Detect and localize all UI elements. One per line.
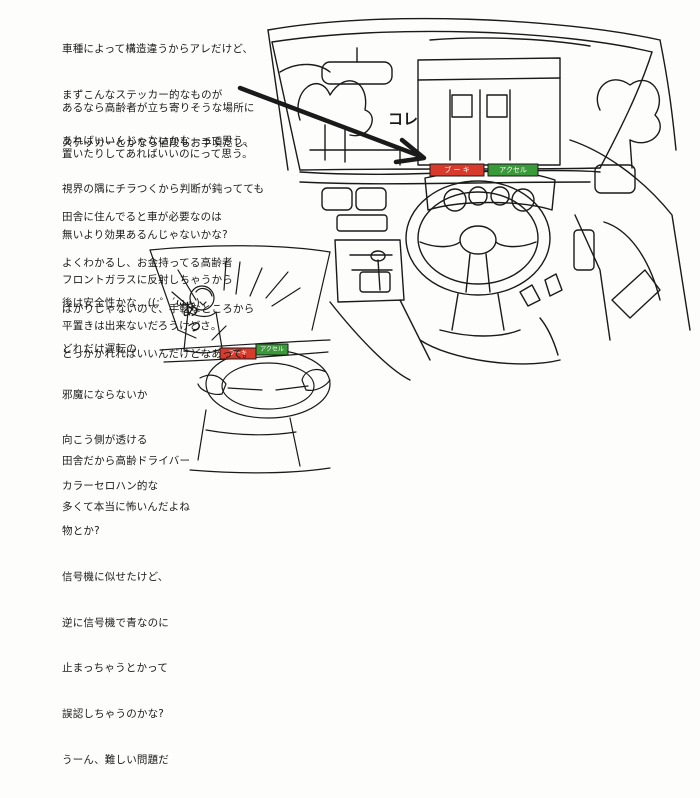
text-line: 信号機に似せたけど、 bbox=[62, 571, 169, 584]
text-line: あるなら高齢者が立ち寄りそうな場所に bbox=[62, 102, 255, 115]
main-sticker-red-label: ブ ー キ bbox=[444, 166, 470, 174]
paragraph-1: 車種によって構造違うからアレだけど、 まずこんなステッカー的なものが あればいい… bbox=[62, 12, 253, 179]
paragraph-4: 田舎に住んでると車が必要なのは よくわかるし、お金持ってる高齢者 ばかりじゃない… bbox=[62, 180, 254, 393]
text-line: フロントガラスに反射しちゃうから bbox=[62, 274, 233, 287]
text-line: うーん、難しい問題だ bbox=[62, 753, 169, 766]
inset-drawing bbox=[149, 245, 331, 474]
paragraph-3: ステッカーとかなら値段もお手頃だし、 視界の隅にチラつくから判断が鈍ってても 無… bbox=[62, 106, 264, 364]
text-line: ステッカーとかなら値段もお手頃だし、 bbox=[62, 137, 255, 150]
text-line: 田舎だから高齢ドライバー bbox=[62, 455, 191, 468]
illustration bbox=[149, 17, 691, 474]
text-line: 邪魔にならないか bbox=[62, 388, 148, 401]
text-line: 置いたりしてあればいいのにって思う。 bbox=[62, 148, 253, 161]
text-line: よくわかるし、お金持ってる高齢者 bbox=[62, 257, 233, 270]
text-line: あればいいんじゃないかなーって思う。 bbox=[62, 134, 254, 147]
text-line: 向こう側が透ける bbox=[62, 434, 148, 447]
paragraph-6: 田舎だから高齢ドライバー 多くて本当に怖いんだよね bbox=[62, 424, 190, 546]
inset-sticker-red-label: ブーキ bbox=[228, 350, 247, 357]
car-interior-drawing bbox=[237, 17, 691, 381]
text-line: 無いより効果あるんじゃないかな? bbox=[62, 228, 228, 241]
text-line: 止まっちゃうとかって bbox=[62, 662, 169, 675]
inset-sticker-green-label: アクセル bbox=[260, 346, 284, 353]
arrow-label: コレ bbox=[388, 110, 419, 128]
text-line: 後は安全性かな…((;゜´ω・) bbox=[62, 297, 201, 310]
paragraph-2: あるなら高齢者が立ち寄りそうな場所に 置いたりしてあればいいのにって思う。 bbox=[62, 71, 255, 193]
text-line: 田舎に住んでると車が必要なのは bbox=[62, 211, 222, 224]
text-line: どれだけ運転の bbox=[62, 343, 137, 356]
main-sticker-green-label: アクセル bbox=[499, 166, 527, 174]
text-line: カラーセロハン的な bbox=[62, 479, 159, 492]
text-line: とっかかれればいいんだけどなあって。 bbox=[62, 348, 254, 361]
text-line: まずこんなステッカー的なものが bbox=[62, 89, 223, 102]
text-line: 逆に信号機で青なのに bbox=[62, 616, 169, 629]
text-line: 平置きは出来ないだろうけどさ。 bbox=[62, 319, 222, 332]
text-line: 車種によって構造違うからアレだけど、 bbox=[62, 43, 254, 56]
manga-page: ブ ー キ アクセル コレ ブーキ アクセル あっ 車種によって構造違うからアレ… bbox=[62, 12, 691, 766]
text-line: ばかりじゃないので、手軽なところから bbox=[62, 302, 255, 315]
text-line: 誤認しちゃうのかな? bbox=[62, 707, 165, 720]
text-line: 視界の隅にチラつくから判断が鈍ってても bbox=[62, 183, 265, 196]
text-line: 多くて本当に怖いんだよね bbox=[62, 501, 191, 514]
